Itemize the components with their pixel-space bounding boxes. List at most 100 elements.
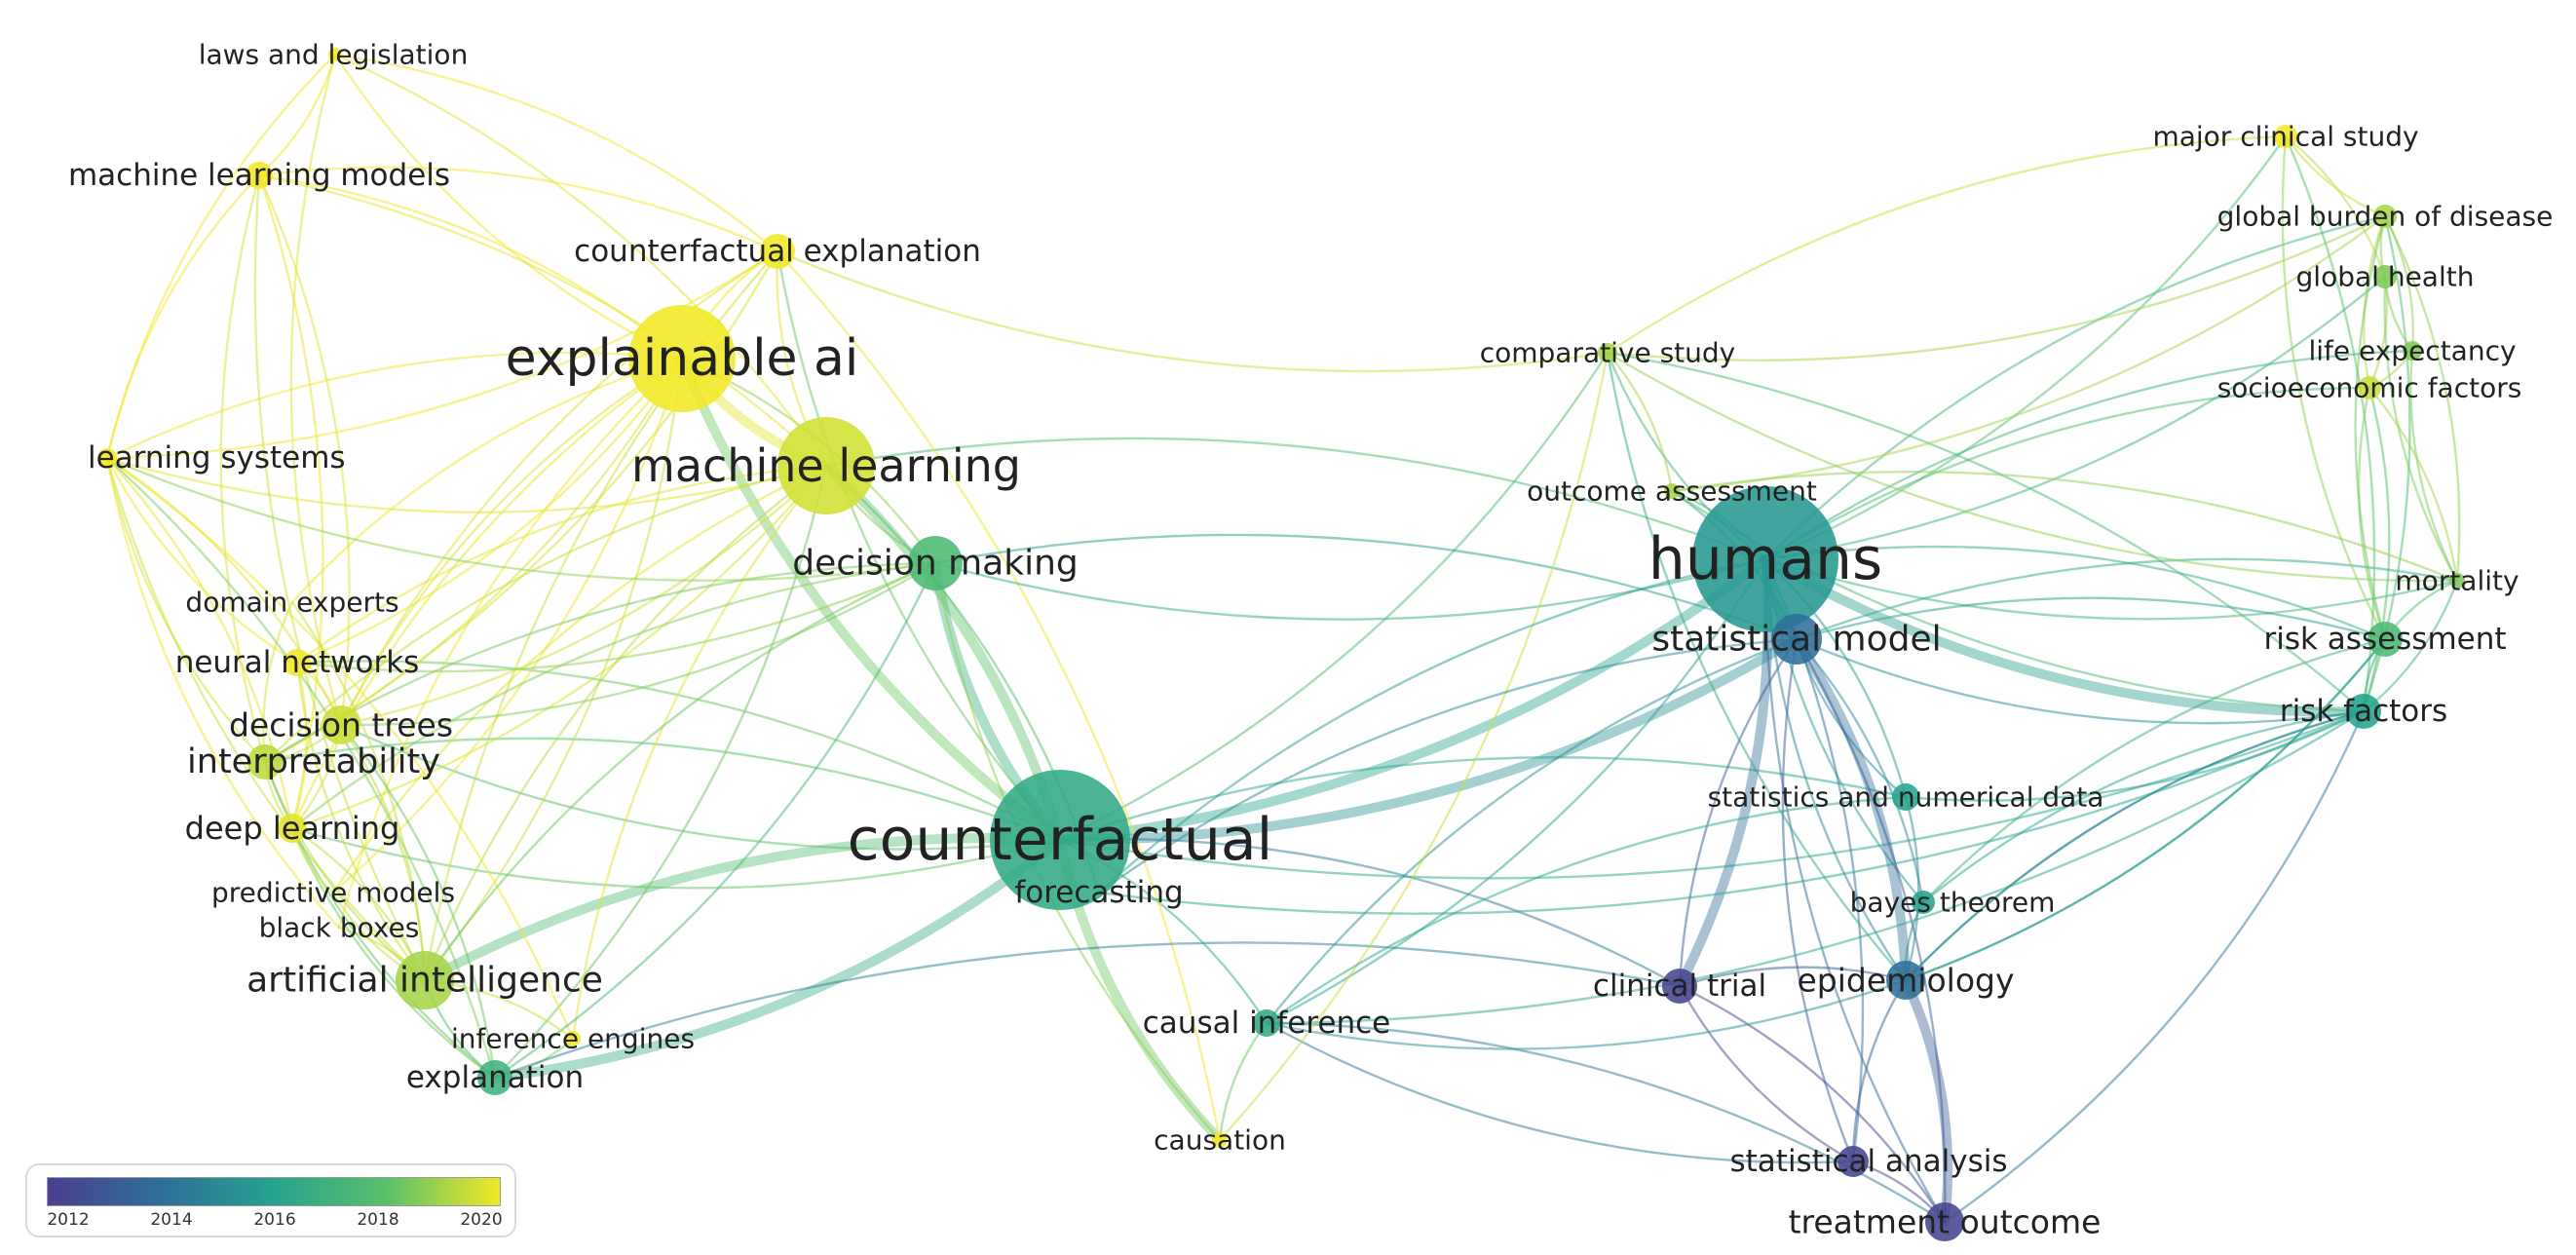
- node-causalinf[interactable]: [1253, 1009, 1280, 1037]
- node-label-blackbox[interactable]: black boxes: [259, 912, 420, 944]
- node-label-humans[interactable]: humans: [1648, 525, 1883, 593]
- link-globalhealth-mortality: [2383, 275, 2459, 583]
- node-gbd[interactable]: [2373, 205, 2397, 228]
- node-interp[interactable]: [247, 744, 283, 780]
- node-ai[interactable]: [396, 951, 454, 1009]
- node-dectrees[interactable]: [322, 705, 360, 744]
- node-label-forecasting[interactable]: forecasting: [1014, 875, 1183, 910]
- node-explanation[interactable]: [477, 1060, 512, 1095]
- link-ai-domexp: [290, 600, 427, 982]
- node-label-bayes[interactable]: bayes theorem: [1850, 887, 2056, 919]
- link-comparative-gbd: [1606, 214, 2387, 361]
- node-label-interp[interactable]: interpretability: [187, 742, 440, 781]
- node-major[interactable]: [2274, 125, 2297, 148]
- node-label-mortality[interactable]: mortality: [2395, 565, 2519, 597]
- link-ml-neural: [295, 464, 828, 665]
- node-comparative[interactable]: [1598, 343, 1617, 362]
- node-statsnum[interactable]: [1892, 783, 1919, 811]
- node-label-riskfactors[interactable]: risk factors: [2280, 694, 2447, 729]
- node-learnsys[interactable]: [97, 448, 117, 468]
- node-label-cfexpl[interactable]: counterfactual explanation: [574, 234, 981, 269]
- node-label-ai[interactable]: artificial intelligence: [246, 961, 603, 1001]
- node-label-comparative[interactable]: comparative study: [1480, 337, 1736, 369]
- node-ml[interactable]: [777, 417, 875, 514]
- node-neural[interactable]: [284, 649, 311, 676]
- node-riskfactors[interactable]: [2346, 694, 2381, 729]
- node-globalhealth[interactable]: [2373, 265, 2397, 288]
- link-xai-neural: [295, 357, 684, 665]
- node-label-epidem[interactable]: epidemiology: [1797, 962, 2014, 1000]
- link-causalinf-statsnum: [1265, 795, 1908, 1025]
- node-mortality[interactable]: [2449, 573, 2465, 589]
- node-label-xai[interactable]: explainable ai: [506, 329, 859, 388]
- node-label-outcome[interactable]: outcome assessment: [1527, 475, 1817, 508]
- node-bayes[interactable]: [1912, 891, 1935, 914]
- link-clinical-explanation: [493, 941, 1682, 1080]
- node-mlmodels[interactable]: [246, 162, 273, 189]
- link-forecasting-riskfactors: [1097, 709, 2366, 915]
- link-clinical-treatment: [1678, 984, 1947, 1224]
- node-label-causalinf[interactable]: causal inference: [1143, 1006, 1390, 1041]
- link-riskfactors-treatment: [1943, 709, 2366, 1224]
- node-label-treatment[interactable]: treatment outcome: [1789, 1203, 2102, 1241]
- node-statanalysis[interactable]: [1837, 1146, 1869, 1177]
- link-humans-mortality: [1763, 557, 2459, 621]
- node-label-statsnum[interactable]: statistics and numerical data: [1708, 781, 2104, 814]
- link-gbd-mortality: [2383, 214, 2461, 583]
- node-label-causation[interactable]: causation: [1154, 1124, 1286, 1157]
- link-humans-treatment: [1763, 557, 1947, 1224]
- node-label-clinical[interactable]: clinical trial: [1593, 969, 1766, 1004]
- link-ml-ai: [423, 464, 828, 982]
- node-decmaking[interactable]: [908, 536, 963, 590]
- node-label-explanation[interactable]: explanation: [406, 1060, 584, 1095]
- node-label-major[interactable]: major clinical study: [2152, 121, 2418, 153]
- link-counterfactual-riskfactors: [1058, 709, 2366, 880]
- node-epidem[interactable]: [1886, 961, 1925, 1000]
- link-xai-deep: [290, 357, 684, 830]
- legend-tick-2012: 2012: [47, 1210, 90, 1230]
- node-label-gbd[interactable]: global burden of disease: [2217, 201, 2554, 233]
- node-label-statmodel[interactable]: statistical model: [1651, 620, 1941, 660]
- node-label-dectrees[interactable]: decision trees: [229, 706, 453, 744]
- node-laws[interactable]: [328, 48, 342, 61]
- node-xai[interactable]: [628, 305, 736, 412]
- node-label-globalhealth[interactable]: global health: [2296, 261, 2475, 293]
- node-humans[interactable]: [1692, 486, 1838, 632]
- node-socio[interactable]: [2358, 376, 2381, 399]
- node-causation[interactable]: [1212, 1132, 1228, 1148]
- node-label-lifeexp[interactable]: life expectancy: [2308, 335, 2516, 367]
- node-inference[interactable]: [565, 1031, 581, 1046]
- node-label-learnsys[interactable]: learning systems: [88, 440, 346, 475]
- node-label-neural[interactable]: neural networks: [175, 645, 420, 680]
- link-counterfactual-clinical: [1058, 837, 1682, 988]
- node-label-mlmodels[interactable]: machine learning models: [68, 158, 450, 193]
- node-deep[interactable]: [278, 814, 307, 843]
- node-label-laws[interactable]: laws and legislation: [199, 39, 469, 71]
- node-label-domexp[interactable]: domain experts: [185, 587, 398, 619]
- link-causalinf-epidem: [1265, 978, 1908, 1050]
- node-label-counterfactual[interactable]: counterfactual: [848, 806, 1273, 874]
- node-label-risk[interactable]: risk assessment: [2263, 622, 2506, 657]
- node-label-predmodels[interactable]: predictive models: [211, 877, 455, 909]
- node-counterfactual[interactable]: [990, 770, 1130, 910]
- node-label-inference[interactable]: inference engines: [451, 1023, 695, 1055]
- node-risk[interactable]: [2368, 622, 2403, 657]
- node-label-socio[interactable]: socioeconomic factors: [2217, 372, 2522, 404]
- link-cfexpl-dectrees: [339, 249, 779, 727]
- node-lifeexp[interactable]: [2403, 341, 2422, 361]
- node-clinical[interactable]: [1662, 969, 1697, 1004]
- node-treatment[interactable]: [1925, 1202, 1964, 1241]
- node-label-decmaking[interactable]: decision making: [792, 544, 1078, 584]
- node-label-ml[interactable]: machine learning: [631, 439, 1021, 492]
- node-outcome[interactable]: [1664, 483, 1680, 499]
- link-humans-riskfactors: [1761, 554, 2368, 717]
- link-major-globalhealth: [2284, 134, 2387, 279]
- node-label-statanalysis[interactable]: statistical analysis: [1729, 1144, 2007, 1179]
- node-label-deep[interactable]: deep learning: [185, 810, 400, 847]
- link-riskfactors-epidem: [1904, 709, 2366, 982]
- link-decmaking-ai: [423, 561, 937, 982]
- link-socio-risk: [2357, 386, 2387, 641]
- node-cfexpl[interactable]: [760, 234, 795, 269]
- node-statmodel[interactable]: [1771, 614, 1822, 665]
- link-xai-blackbox: [337, 357, 684, 930]
